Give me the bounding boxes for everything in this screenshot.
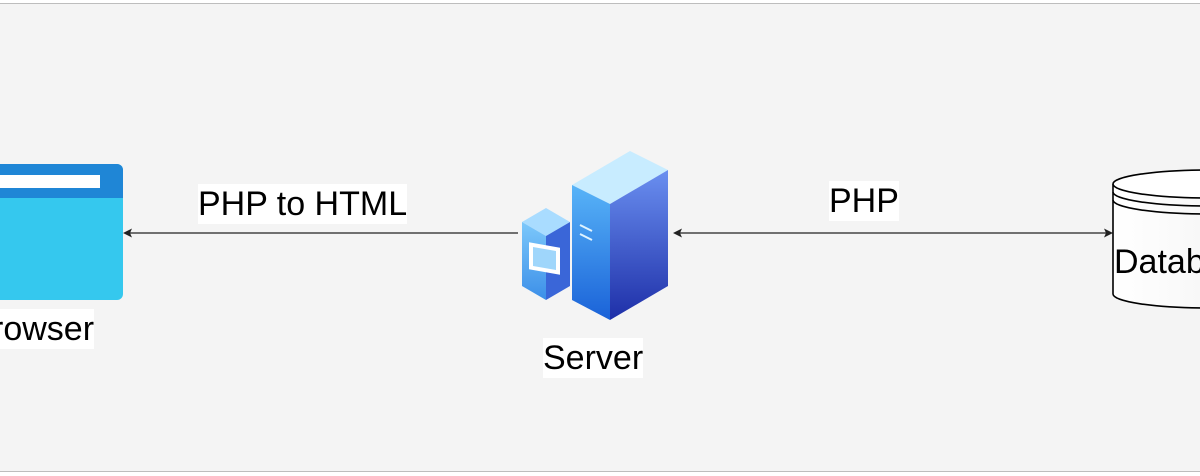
edge-label-php-to-html: PHP to HTML xyxy=(198,184,408,224)
diagram-svg xyxy=(0,151,1200,320)
browser-window-icon xyxy=(0,164,123,300)
edge-label-php: PHP xyxy=(829,181,899,221)
edge-server-to-browser xyxy=(123,228,518,238)
diagram-canvas: rowser PHP to HTML Server PHP Datab xyxy=(0,3,1200,472)
server-tower-icon xyxy=(522,151,668,320)
database-label: Datab xyxy=(1114,243,1200,281)
database-cylinder-icon xyxy=(1112,169,1200,309)
server-label: Server xyxy=(543,338,644,378)
edge-server-database xyxy=(673,228,1113,238)
browser-label: rowser xyxy=(0,309,95,349)
